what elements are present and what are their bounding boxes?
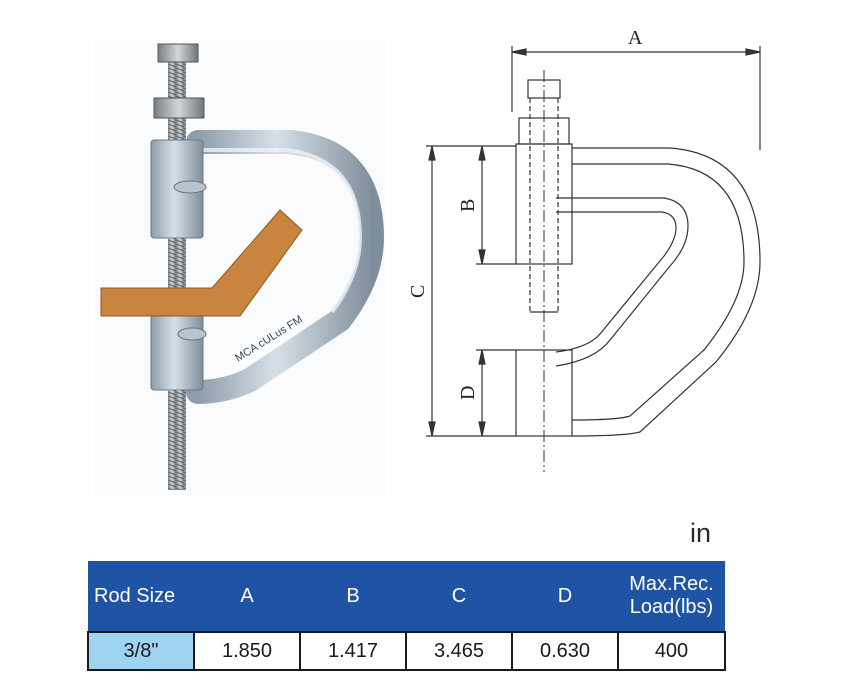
header-max-load-line2: Load(lbs) bbox=[629, 596, 714, 618]
cell-d: 0.630 bbox=[511, 631, 619, 671]
clamp-product-image: MCA cULus FM bbox=[95, 40, 385, 495]
spec-table: Rod Size A B C D Max.Rec. Load(lbs) 3/8"… bbox=[87, 561, 726, 671]
dim-d-label: D bbox=[457, 386, 479, 400]
cell-a: 1.850 bbox=[193, 631, 301, 671]
drawing-upper-boss bbox=[515, 143, 573, 265]
dim-a-label: A bbox=[628, 27, 643, 49]
clamp-arm-inner-edge bbox=[198, 148, 363, 314]
drawing-inner-arm-edge bbox=[555, 211, 677, 353]
dim-b-arrow-bottom bbox=[478, 249, 486, 265]
dim-d-arrow-top bbox=[478, 349, 486, 365]
lower-boss bbox=[150, 311, 204, 391]
cell-b: 1.417 bbox=[299, 631, 407, 671]
unit-label: in bbox=[690, 518, 712, 548]
cell-max-load: 400 bbox=[617, 631, 726, 671]
dim-d-arrow-bottom bbox=[478, 421, 486, 437]
cell-c: 3.465 bbox=[405, 631, 513, 671]
drawing-bolt-head bbox=[527, 79, 561, 99]
dim-b-arrow-top bbox=[478, 145, 486, 161]
dimension-drawing bbox=[426, 46, 761, 472]
beam-flange bbox=[100, 209, 303, 317]
upper-tooth bbox=[173, 180, 207, 194]
header-b: B bbox=[300, 561, 406, 632]
dim-a-arrow-right bbox=[745, 48, 761, 56]
table-row: 3/8" 1.850 1.417 3.465 0.630 400 bbox=[87, 631, 726, 671]
drawing-clamp-outer bbox=[571, 147, 761, 437]
hex-head bbox=[157, 43, 199, 63]
header-d: D bbox=[512, 561, 618, 632]
drawing-inner-arm bbox=[555, 197, 689, 367]
cell-rod-size: 3/8" bbox=[87, 631, 195, 671]
threaded-rod-middle bbox=[168, 238, 186, 288]
drawing-lower-boss bbox=[515, 349, 573, 437]
product-figure: MCA cULus FM bbox=[95, 27, 761, 495]
dim-a-arrow-left bbox=[511, 48, 527, 56]
header-a: A bbox=[194, 561, 300, 632]
header-max-load-line1: Max.Rec. bbox=[629, 573, 714, 595]
hex-nut bbox=[153, 97, 205, 119]
header-max-load: Max.Rec. Load(lbs) bbox=[618, 561, 725, 632]
header-c: C bbox=[406, 561, 512, 632]
dim-c-arrow-bottom bbox=[428, 421, 436, 437]
threaded-rod-lower bbox=[168, 390, 186, 490]
dim-b-label: B bbox=[457, 199, 479, 212]
dim-c-label: C bbox=[407, 285, 429, 298]
table-header-row: Rod Size A B C D Max.Rec. Load(lbs) bbox=[88, 561, 725, 632]
clamp-arm-outer bbox=[186, 130, 385, 404]
header-rod-size: Rod Size bbox=[88, 561, 194, 632]
lower-tooth bbox=[177, 327, 207, 341]
dim-c-arrow-top bbox=[428, 145, 436, 161]
drawing-clamp-inner bbox=[571, 163, 745, 421]
